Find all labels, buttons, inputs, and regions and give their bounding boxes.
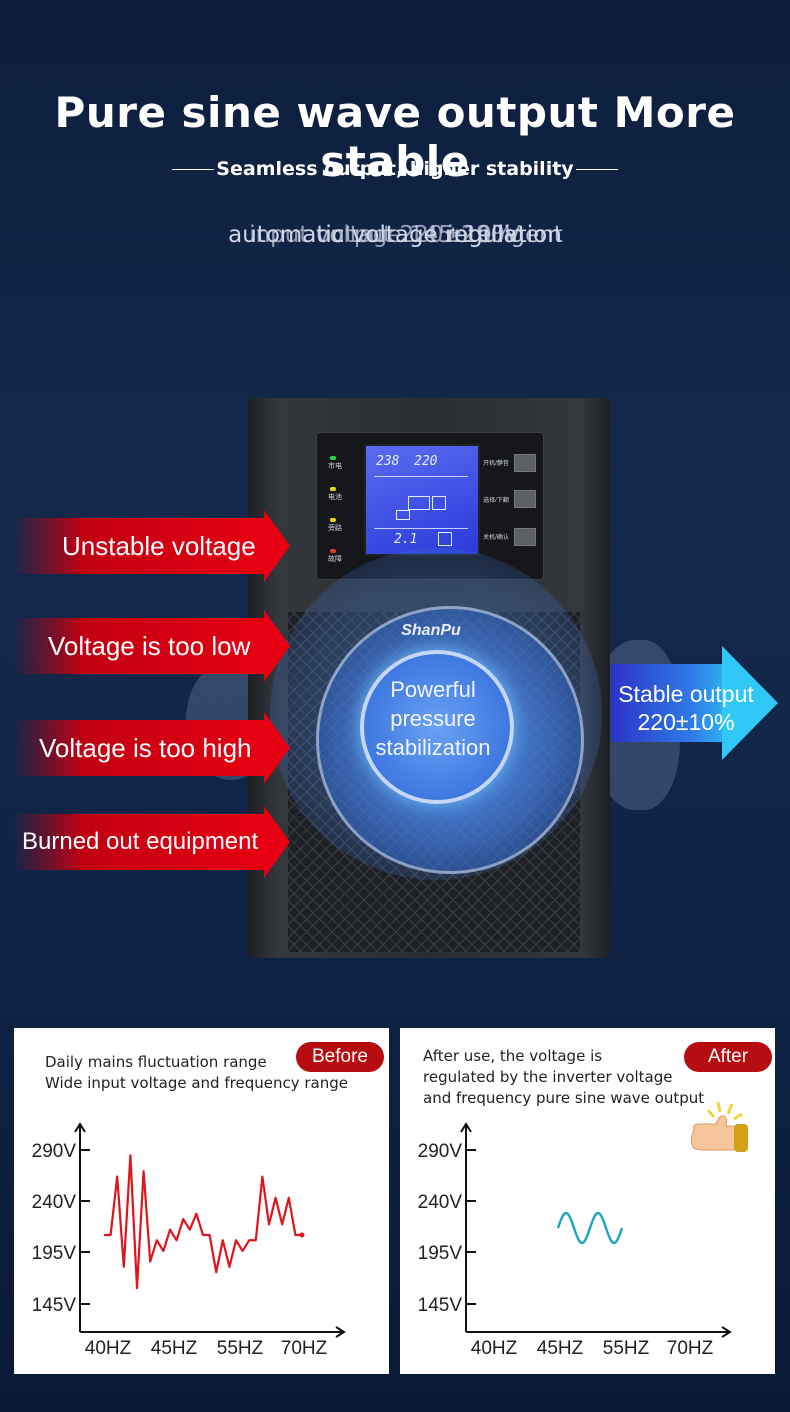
off-confirm-button[interactable] [514, 528, 536, 546]
led-indicators: 市电 电池 旁路 故障 [322, 456, 342, 564]
description-line: After use, the voltage is [423, 1047, 603, 1065]
button-label: 选择/下翻 [483, 498, 509, 504]
outlet-icon [432, 496, 446, 510]
button-label: 关机/确认 [483, 535, 509, 541]
y-tick-label: 145V [418, 1295, 463, 1316]
description-line: and frequency pure sine wave output [423, 1089, 705, 1107]
output-arrow-label: Stable output 220±10% [608, 680, 764, 736]
power-mute-button[interactable] [514, 454, 536, 472]
panel-buttons: 开机/静音 选择/下翻 关机/确认 [478, 452, 536, 546]
button-label: 开机/静音 [483, 461, 509, 467]
x-tick-label: 45HZ [537, 1338, 584, 1359]
center-caption-line: pressure [390, 706, 476, 731]
sine-wave [556, 1211, 624, 1245]
lcd-output-value: 220 [414, 454, 438, 469]
after-chart-card: After use, the voltage is regulated by t… [400, 1028, 775, 1374]
output-arrow-line: 220±10% [637, 709, 735, 735]
y-axis-arrow [74, 1122, 86, 1133]
description-line: regulated by the inverter voltage [423, 1068, 673, 1086]
subtitle-text: Seamless output, higher stability [216, 158, 574, 180]
before-chart: 290V 240V 195V 145V 40HZ 45HZ 55HZ 70HZ [32, 1122, 346, 1359]
y-tick-label: 145V [32, 1295, 77, 1316]
description-line: Daily mains fluctuation range [45, 1053, 267, 1071]
thumbs-up-icon [690, 1101, 748, 1152]
output-arrow [611, 664, 727, 742]
battery-icon [396, 510, 410, 520]
overlapping-caption: automatic voltage regulation intelligent… [0, 222, 790, 252]
caption-fragment: intelligent [447, 222, 563, 248]
divider [172, 169, 215, 170]
x-tick-label: 40HZ [85, 1338, 132, 1359]
problem-label: Voltage is too high [39, 733, 252, 763]
led-label: 市电 [328, 463, 342, 470]
y-tick-label: 240V [32, 1192, 77, 1213]
y-axis-arrow [460, 1122, 472, 1133]
center-caption-line: Powerful [390, 677, 476, 702]
problem-label: Voltage is too low [48, 631, 251, 661]
y-tick-label: 290V [32, 1141, 77, 1162]
x-axis-arrow [721, 1326, 732, 1338]
caption-fragment: automatic voltage regulation [228, 222, 562, 248]
problem-label: Burned out equipment [22, 828, 259, 855]
center-caption: Powerful pressure stabilization [356, 675, 510, 762]
before-badge: Before [296, 1042, 384, 1072]
page-subtitle: Seamless output, higher stability [0, 158, 790, 180]
caption-fragment: input voltage 145-290V [249, 222, 521, 248]
y-tick-label: 240V [418, 1192, 463, 1213]
brand-logo: ShanPu [401, 622, 461, 639]
x-axis-arrow [335, 1326, 346, 1338]
x-tick-label: 70HZ [281, 1338, 328, 1359]
select-down-button[interactable] [514, 490, 536, 508]
data-line [104, 1154, 302, 1290]
y-tick-label: 195V [418, 1243, 463, 1264]
chart-description: After use, the voltage is regulated by t… [423, 1046, 704, 1109]
led-label: 电池 [328, 494, 342, 501]
caption-fragment: output 220±10% [316, 222, 514, 248]
led-label: 故障 [328, 556, 342, 563]
y-tick-label: 195V [32, 1243, 77, 1264]
x-tick-label: 55HZ [217, 1338, 264, 1359]
data-end-point [299, 1232, 305, 1238]
x-tick-label: 45HZ [151, 1338, 198, 1359]
description-line: Wide input voltage and frequency range [45, 1074, 348, 1092]
problem-label: Unstable voltage [62, 531, 256, 561]
x-tick-label: 40HZ [471, 1338, 518, 1359]
center-caption-line: stabilization [375, 735, 491, 760]
stabilizer-core [360, 650, 514, 804]
inverter-icon [408, 496, 430, 510]
output-arrow-line: Stable output [618, 681, 754, 707]
after-badge: After [684, 1042, 772, 1072]
after-chart: 290V 240V 195V 145V 40HZ 45HZ 55HZ 70HZ [418, 1122, 732, 1359]
x-tick-label: 55HZ [603, 1338, 650, 1359]
before-chart-card: Daily mains fluctuation range Wide input… [14, 1028, 389, 1374]
mute-icon [438, 532, 452, 546]
chart-description: Daily mains fluctuation range Wide input… [45, 1052, 348, 1094]
y-tick-label: 290V [418, 1141, 463, 1162]
output-arrow-head [722, 646, 778, 760]
x-tick-label: 70HZ [667, 1338, 714, 1359]
page-title: Pure sine wave output More stable [54, 88, 736, 186]
lcd-bottom-value: 2.1 [394, 532, 418, 547]
divider [575, 169, 618, 170]
led-label: 旁路 [328, 525, 342, 532]
lcd-input-value: 238 [376, 454, 400, 469]
lcd-screen: 238 220 2.1 [364, 444, 480, 556]
